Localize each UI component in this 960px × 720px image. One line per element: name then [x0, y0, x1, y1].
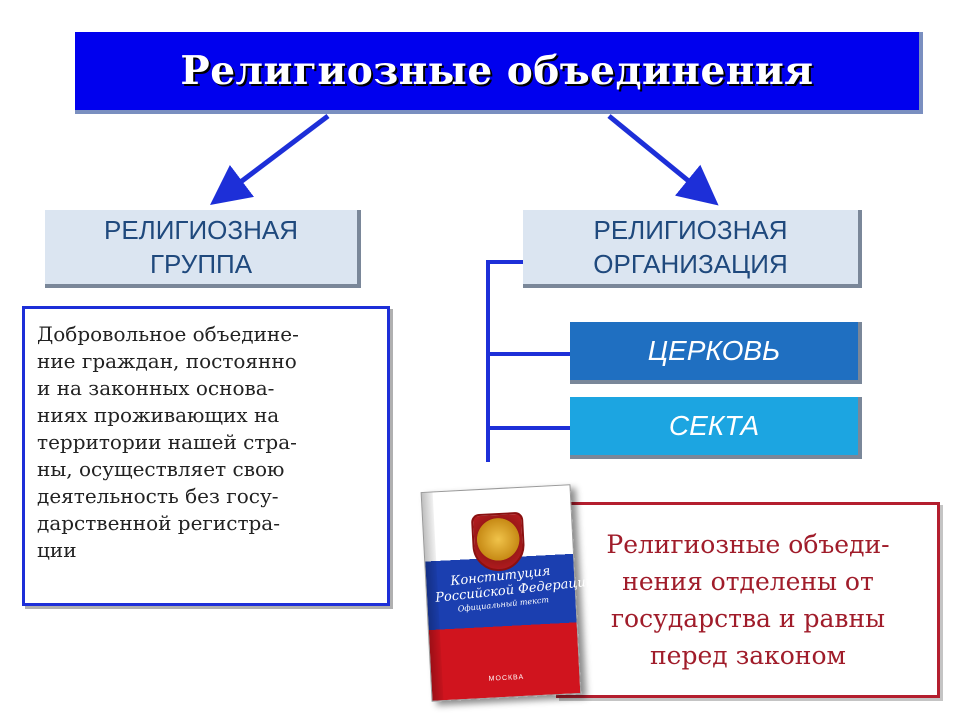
- religious-organization-label-line-1: РЕЛИГИОЗНАЯ: [593, 215, 788, 245]
- note-line: перед законом: [650, 641, 846, 670]
- title-banner: Религиозные объединения: [75, 32, 923, 114]
- definition-line: и на законных основа-: [37, 376, 275, 400]
- definition-line: ниях проживающих на: [37, 403, 280, 427]
- church-box: ЦЕРКОВЬ: [570, 322, 862, 384]
- book-title: Конституция Российской Федерации Официал…: [433, 562, 595, 618]
- definition-line: территории нашей стра-: [37, 430, 297, 454]
- separation-note-box: Религиозные объеди- нения отделены от го…: [556, 502, 940, 698]
- religious-group-label-line-1: РЕЛИГИОЗНАЯ: [103, 215, 299, 245]
- religious-organization-box: РЕЛИГИОЗНАЯ ОРГАНИЗАЦИЯ: [523, 210, 862, 288]
- group-definition-box: Добровольное объедине- ние граждан, пост…: [22, 306, 390, 606]
- definition-line: дарственной регистра-: [37, 511, 280, 535]
- note-line: нения отделены от: [622, 567, 874, 596]
- religious-group-box: РЕЛИГИОЗНАЯ ГРУППА: [45, 210, 361, 288]
- sect-box: СЕКТА: [570, 397, 862, 459]
- religious-organization-label-line-2: ОРГАНИЗАЦИЯ: [593, 249, 788, 279]
- definition-line: ны, осуществляет свою: [37, 457, 285, 481]
- definition-line: ние граждан, постоянно: [37, 349, 297, 373]
- arrow-to-organization: [607, 114, 719, 206]
- church-label: ЦЕРКОВЬ: [647, 335, 781, 366]
- slide-title: Религиозные объединения: [180, 48, 814, 94]
- organization-bracket: [486, 260, 523, 462]
- note-line: государства и равны: [610, 604, 886, 633]
- sect-label: СЕКТА: [668, 410, 760, 441]
- arrow-to-group: [210, 114, 330, 206]
- religious-group-label-line-2: ГРУППА: [149, 249, 253, 279]
- book-footer: МОСКВА: [488, 673, 525, 683]
- constitution-book-image: Конституция Российской Федерации Официал…: [420, 484, 595, 702]
- coat-of-arms-icon: [470, 511, 526, 573]
- definition-line: деятельность без госу-: [37, 484, 279, 508]
- definition-line: Добровольное объедине-: [37, 322, 299, 346]
- definition-line: ции: [37, 538, 77, 562]
- note-line: Религиозные объеди-: [606, 530, 890, 559]
